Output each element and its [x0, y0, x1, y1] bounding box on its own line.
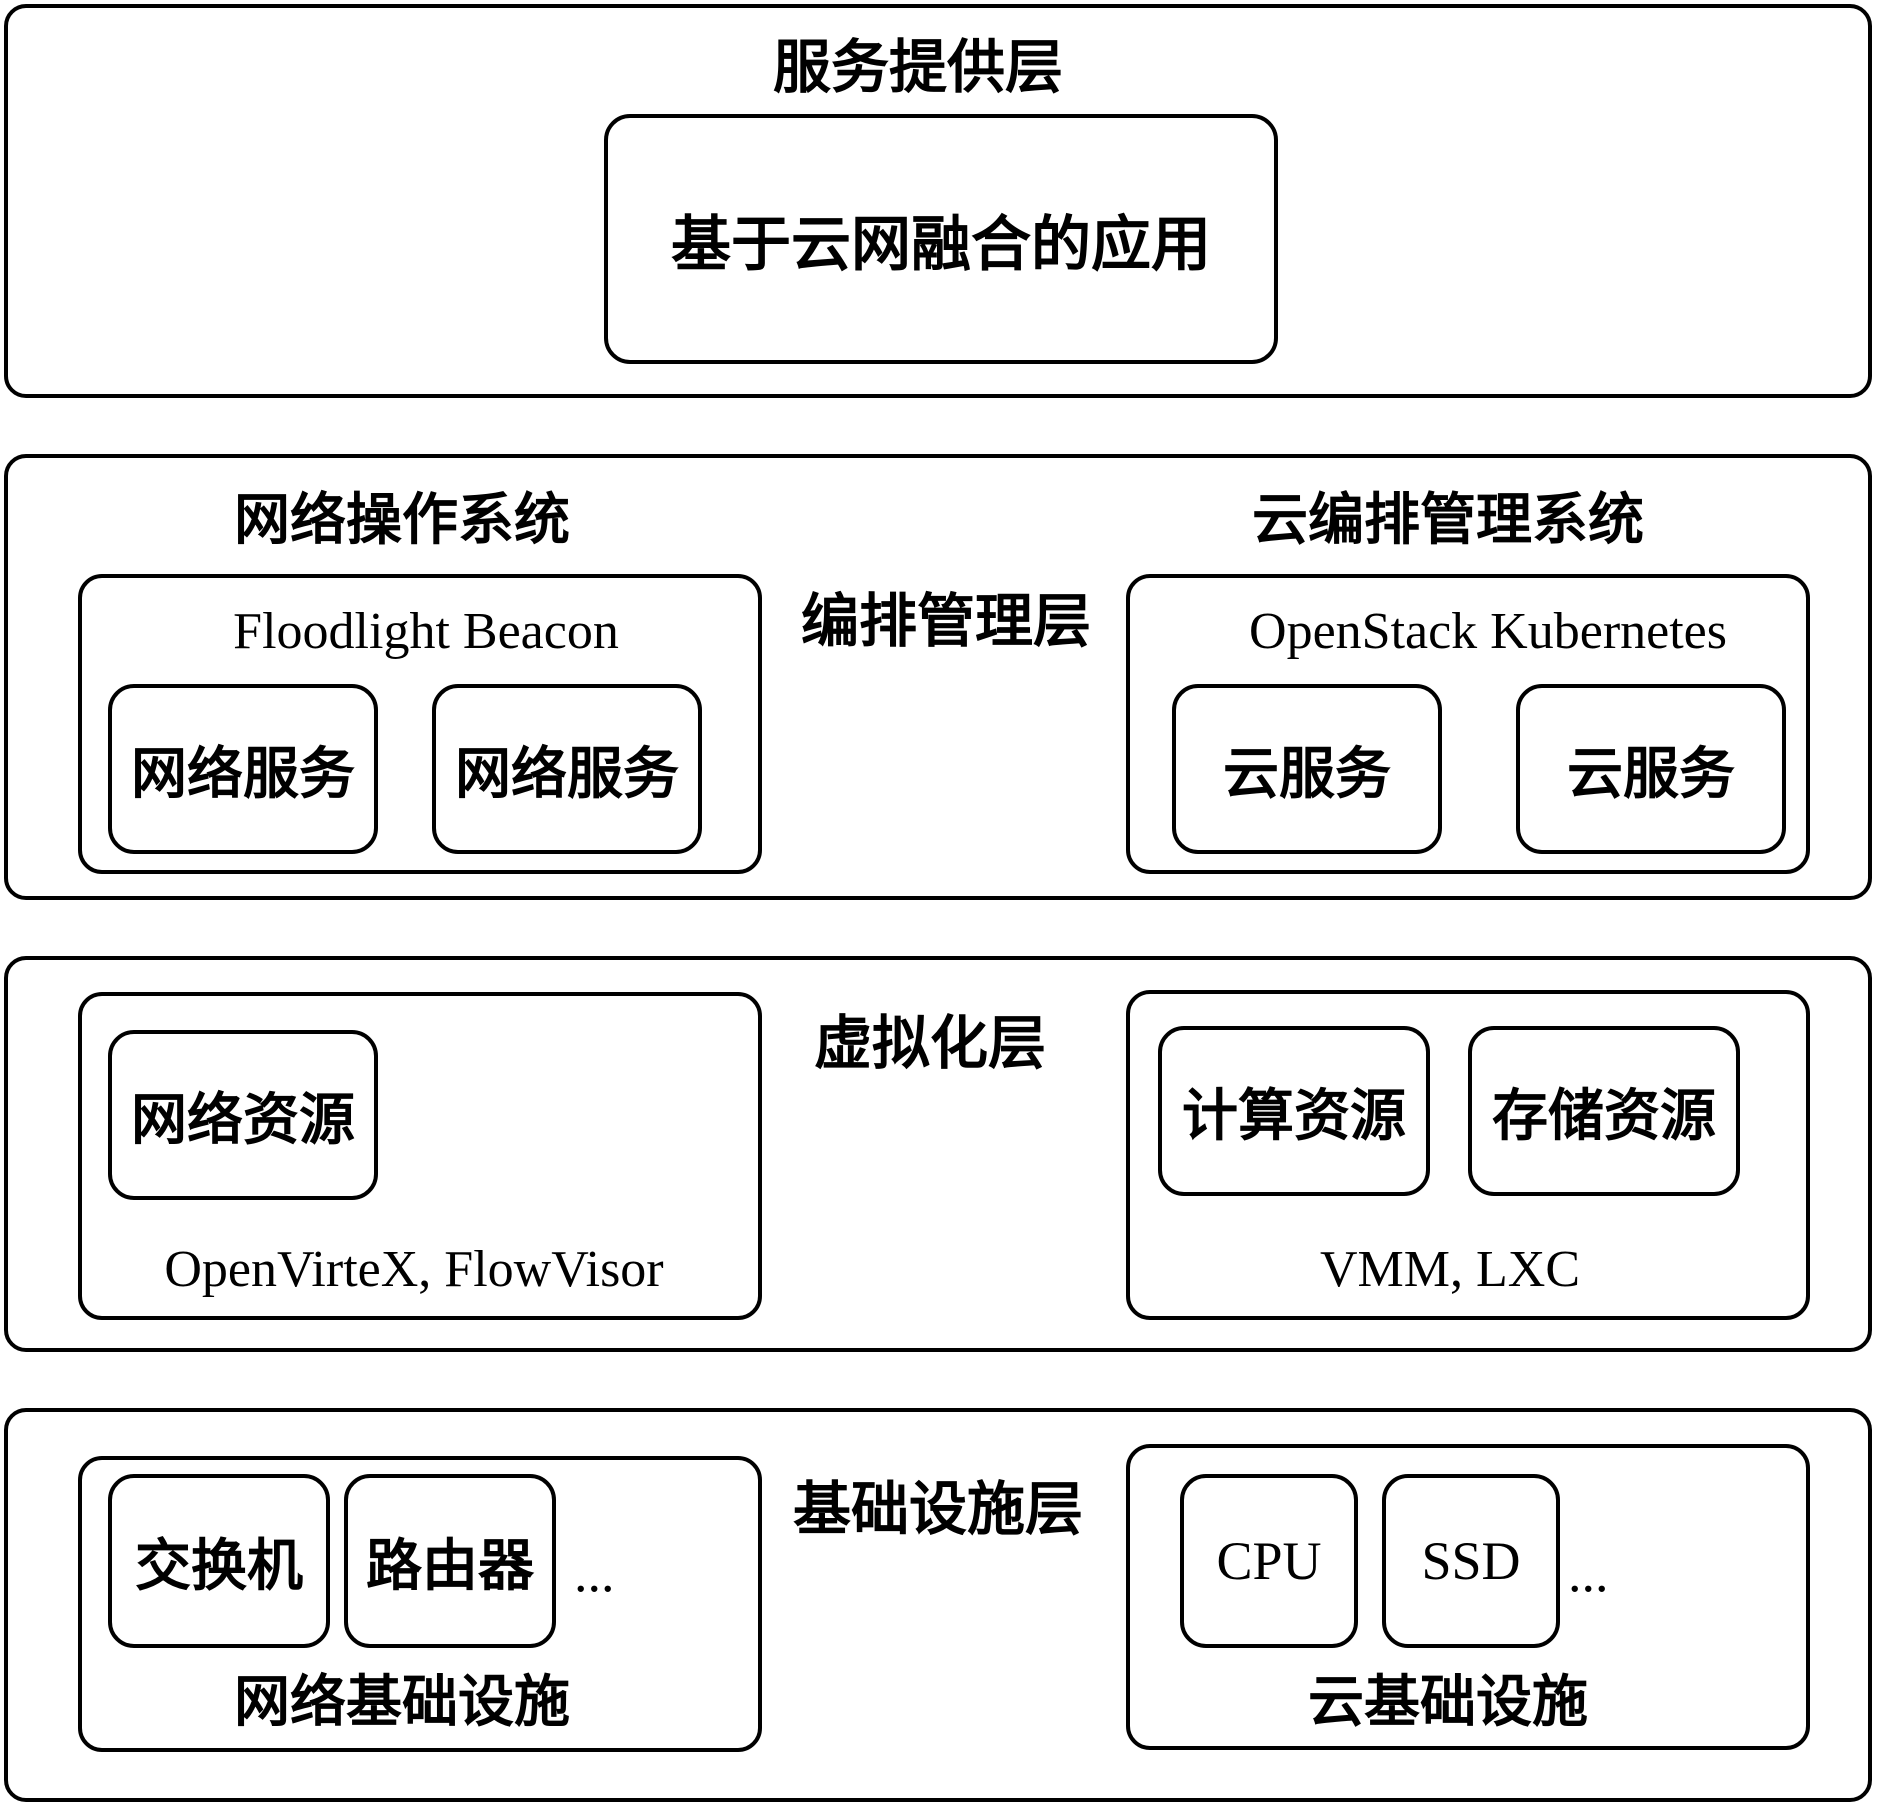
network-resource-label: 网络资源 [131, 1086, 355, 1153]
router-node: 路由器 [344, 1474, 556, 1648]
network-resource-node: 网络资源 [108, 1030, 378, 1200]
cpu-label: CPU [1216, 1531, 1322, 1591]
cloud-virtualization-tools: VMM, LXC [1319, 1241, 1581, 1298]
network-os-title: 网络操作系统 [234, 487, 570, 553]
switch-node: 交换机 [108, 1474, 330, 1648]
cloud-infrastructure-title: 云基础设施 [1308, 1669, 1588, 1735]
ssd-label: SSD [1421, 1531, 1521, 1591]
network-devices-ellipsis: ... [574, 1543, 615, 1603]
network-service-label-1: 网络服务 [131, 740, 355, 807]
network-service-node-2: 网络服务 [432, 684, 702, 854]
compute-resource-label: 计算资源 [1182, 1082, 1406, 1149]
network-service-label-2: 网络服务 [455, 740, 679, 807]
virtualization-layer-title: 虚拟化层 [813, 1009, 1047, 1077]
cloud-network-app-node: 基于云网融合的应用 [604, 114, 1278, 364]
storage-resource-label: 存储资源 [1492, 1082, 1716, 1149]
cloud-network-app-label: 基于云网融合的应用 [671, 209, 1211, 280]
cloud-service-label-1: 云服务 [1223, 740, 1391, 807]
infrastructure-layer-title: 基础设施层 [792, 1475, 1084, 1543]
orchestration-layer-title: 编排管理层 [800, 587, 1092, 655]
cloud-devices-ellipsis: ... [1568, 1543, 1609, 1603]
router-label: 路由器 [366, 1532, 534, 1599]
cloud-service-node-1: 云服务 [1172, 684, 1442, 854]
cloud-orchestration-title: 云编排管理系统 [1252, 487, 1644, 553]
network-service-node-1: 网络服务 [108, 684, 378, 854]
cloud-orchestration-examples: OpenStack Kubernetes [1249, 603, 1727, 660]
ssd-node: SSD [1382, 1474, 1560, 1648]
storage-resource-node: 存储资源 [1468, 1026, 1740, 1196]
network-infrastructure-title: 网络基础设施 [234, 1669, 570, 1735]
network-virtualization-tools: OpenVirteX, FlowVisor [164, 1241, 664, 1298]
switch-label: 交换机 [135, 1532, 303, 1599]
network-os-examples: Floodlight Beacon [233, 603, 619, 660]
service-layer-title: 服务提供层 [772, 33, 1064, 101]
compute-resource-node: 计算资源 [1158, 1026, 1430, 1196]
cpu-node: CPU [1180, 1474, 1358, 1648]
cloud-service-node-2: 云服务 [1516, 684, 1786, 854]
cloud-service-label-2: 云服务 [1567, 740, 1735, 807]
